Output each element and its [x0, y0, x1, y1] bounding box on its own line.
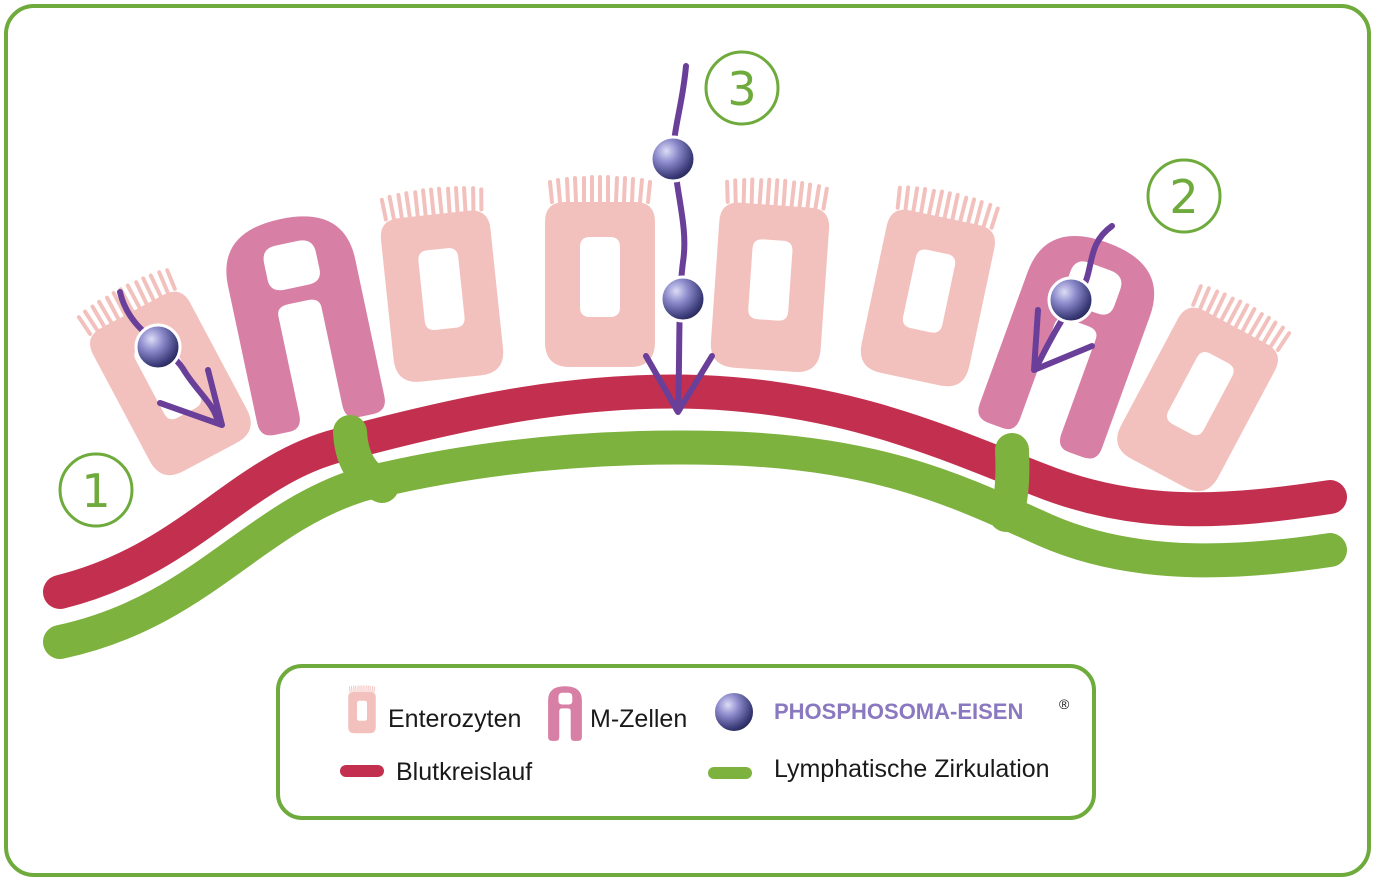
marker-1: 1	[60, 454, 132, 526]
iron-particle-icon	[661, 277, 705, 321]
legend-enterocytes-label: Enterozyten	[388, 705, 521, 733]
marker-2-label: 2	[1169, 170, 1198, 224]
iron-particle-icon	[714, 692, 754, 732]
legend-lymph-label: Lymphatische Zirkulation	[774, 755, 1050, 783]
legend-blood-label: Blutkreislauf	[396, 758, 532, 786]
lymph-branch-right	[1006, 450, 1012, 515]
legend-m-cells-label: M-Zellen	[590, 705, 687, 733]
legend-brand-label: PHOSPHOSOMA-EISEN	[774, 699, 1023, 724]
iron-particle-icon	[136, 325, 180, 369]
iron-particle-icon	[651, 137, 695, 181]
marker-3-label: 3	[727, 62, 756, 116]
enterocyte-cell	[545, 177, 655, 367]
enterocyte-icon	[348, 686, 376, 734]
marker-2: 2	[1148, 160, 1220, 232]
marker-3: 3	[706, 52, 778, 124]
iron-particle-icon	[1049, 278, 1093, 322]
legend: Enterozyten M-Zellen PHOSPHOSOMA-EISEN ®…	[278, 666, 1094, 818]
registered-mark: ®	[1059, 696, 1070, 712]
legend-box	[278, 666, 1094, 818]
marker-1-label: 1	[81, 464, 110, 518]
